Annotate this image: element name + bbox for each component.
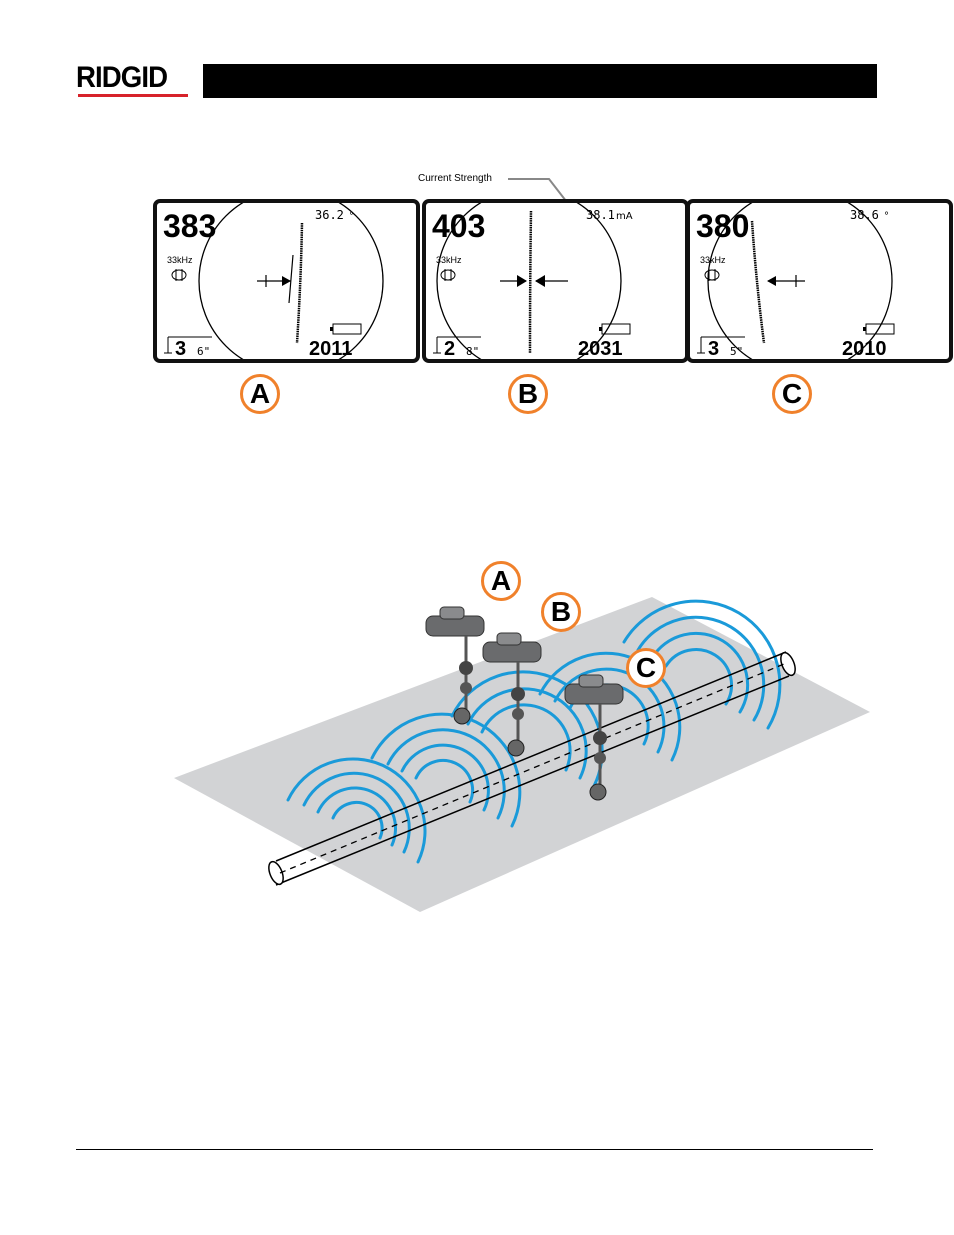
scene-badge-c: C bbox=[626, 648, 666, 688]
footer-rule bbox=[76, 1149, 873, 1150]
scene-badge-a: A bbox=[481, 561, 521, 601]
scene-badge-b: B bbox=[541, 592, 581, 632]
